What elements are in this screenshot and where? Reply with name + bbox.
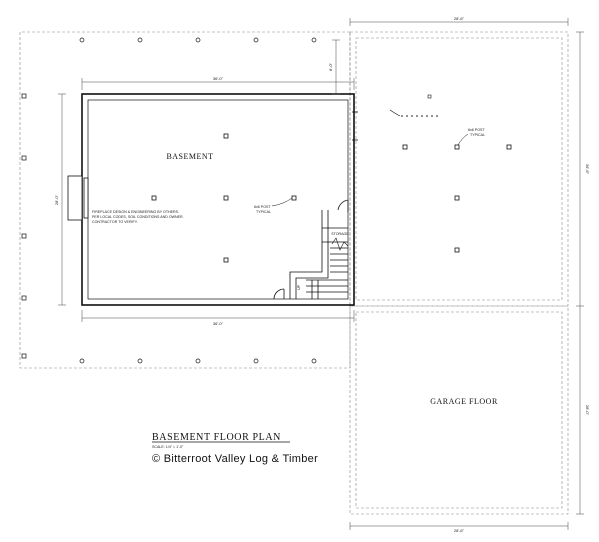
garage-floor-outline (349, 305, 569, 515)
note-leader-2 (457, 133, 469, 146)
dotted-beam-line (401, 115, 438, 117)
dim-top-right: 28'-6" (454, 16, 465, 21)
dimension-lines (58, 18, 584, 530)
room-label-storage: STORAGE (331, 232, 349, 236)
stair-break-line (331, 237, 349, 251)
copyright-text: © Bitterroot Valley Log & Timber (152, 453, 318, 465)
post (454, 144, 460, 150)
basement-walls (81, 93, 355, 306)
room-label-garage-floor: GARAGE FLOOR (430, 397, 498, 406)
room-label-basement: BASEMENT (166, 152, 213, 161)
note-line: PER LOCAL CODES, SOIL CONDITIONS AND OWN… (92, 215, 184, 219)
note-line: 6x6 POST (468, 128, 485, 132)
post (506, 144, 512, 150)
beam-end-post (427, 94, 432, 99)
post (454, 247, 460, 253)
note-line: TYPICAL (470, 133, 485, 137)
post (454, 195, 460, 201)
post (223, 133, 229, 139)
beam-curve (389, 109, 401, 117)
right-wall-marks (352, 111, 358, 141)
dim-offset-vertical: 8'-0" (328, 62, 333, 71)
plan-title: BASEMENT FLOOR PLAN (152, 432, 281, 443)
perimeter-piers (21, 37, 317, 364)
dim-right-upper: 36'-6" (585, 164, 590, 175)
note-line: TYPICAL (256, 210, 271, 214)
note-post-typical-2: 6x6 POST TYPICAL (468, 128, 485, 137)
stair-storage-area (273, 199, 349, 300)
dim-bottom-garage: 28'-6" (454, 528, 465, 533)
post (291, 195, 297, 201)
post (151, 195, 157, 201)
fireplace-bumpout (67, 175, 89, 221)
note-post-typical-1: 6x6 POST TYPICAL (254, 205, 271, 214)
garage-posts (402, 144, 512, 253)
note-leader-1 (271, 197, 293, 207)
stair-up-note: UP (297, 284, 301, 290)
note-line: CONTRACTOR TO VERIFY. (92, 220, 138, 224)
upper-garage-outline (349, 31, 569, 307)
dim-left-basement: 28'-0" (54, 194, 59, 205)
plan-scale: SCALE: 1/4" = 1'-0" (152, 445, 184, 449)
post (223, 195, 229, 201)
note-fireplace: FIREPLACE DESIGN & ENGINEERING BY OTHERS… (92, 210, 184, 224)
post (402, 144, 408, 150)
dim-right-lower: 28'-0" (585, 405, 590, 416)
dim-top-basement: 36'-0" (213, 76, 224, 81)
dim-bottom-basement: 36'-0" (213, 321, 224, 326)
note-line: 6x6 POST (254, 205, 271, 209)
post (223, 257, 229, 263)
note-line: FIREPLACE DESIGN & ENGINEERING BY OTHERS… (92, 210, 179, 214)
